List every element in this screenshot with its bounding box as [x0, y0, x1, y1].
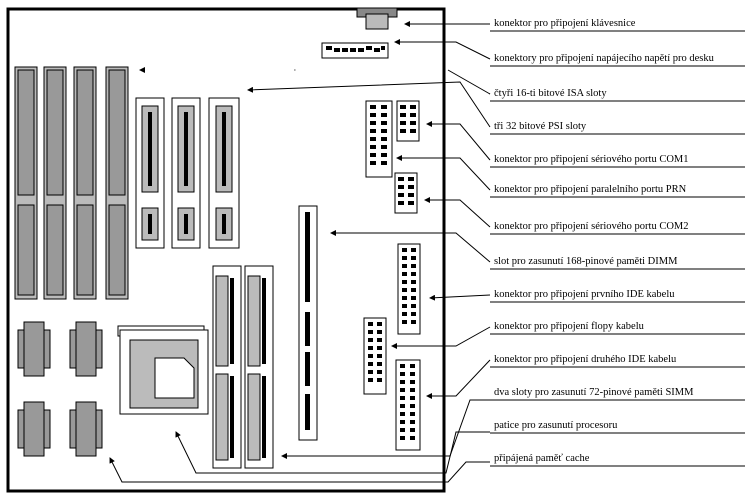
label-prn: konektor pro připojení paralelního portu… — [494, 184, 687, 195]
label-isa: čtyři 16-ti bitové ISA sloty — [494, 88, 607, 99]
label-floppy: konektor pro připojení flopy kabelu — [494, 321, 644, 332]
label-cache: připájená paměť cache — [494, 453, 590, 464]
label-dimm: slot pro zasunutí 168-pinové paměti DIMM — [494, 256, 678, 267]
label-cpu: patice pro zasunutí procesoru — [494, 420, 618, 431]
label-pci: tři 32 bitové PSI sloty — [494, 121, 587, 132]
isa-slots — [14, 66, 129, 300]
label-com2: konektor pro připojení sériového portu C… — [494, 221, 689, 232]
label-underlines — [490, 30, 745, 467]
cpu-socket — [117, 325, 209, 415]
cache-chips — [17, 321, 103, 457]
serial-header — [396, 100, 420, 142]
ide1-connector — [397, 243, 421, 335]
label-ide1: konektor pro připojení prvního IDE kabel… — [494, 289, 675, 300]
pci-slots — [135, 97, 240, 249]
label-keyboard: konektor pro připojení klávesnice — [494, 18, 636, 29]
ide2-connector — [395, 359, 421, 451]
com2-connector — [394, 172, 418, 214]
leader-lines — [109, 21, 491, 483]
label-simm: dva sloty pro zasunutí 72-pinové paměti … — [494, 387, 694, 398]
label-power: konektory pro připojení napájecího napět… — [494, 53, 714, 64]
power-connector — [321, 42, 389, 59]
label-ide2: konektor pro připojení druhého IDE kabel… — [494, 354, 677, 365]
label-com1: konektor pro připojení sériového portu C… — [494, 154, 689, 165]
com1-connector — [365, 100, 393, 178]
floppy-connector — [363, 317, 387, 395]
simm-slots — [212, 265, 274, 469]
keyboard-connector — [356, 7, 398, 30]
dimm-slot — [298, 205, 318, 441]
